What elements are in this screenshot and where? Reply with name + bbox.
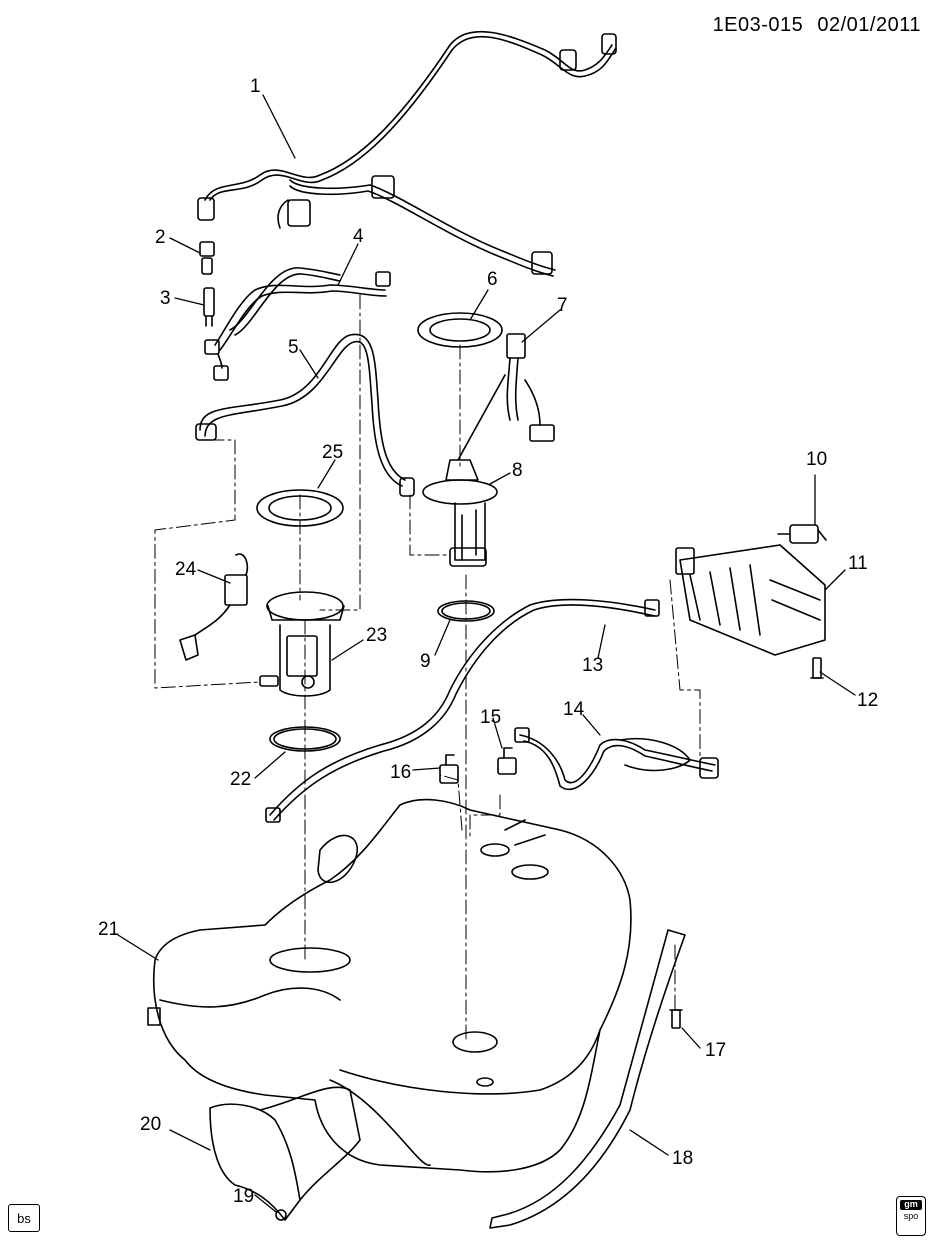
- callout-16: 16: [390, 762, 412, 783]
- vent-valve: [777, 524, 827, 544]
- mounting-bolt-canister: [810, 657, 824, 679]
- heat-shield: [209, 1079, 431, 1221]
- lock-ring-upper: [417, 312, 503, 348]
- fuel-feed-line: [195, 333, 415, 497]
- callout-18: 18: [672, 1148, 694, 1169]
- callout-1: 1: [250, 76, 261, 97]
- callout-12: 12: [857, 690, 879, 711]
- callout-14: 14: [563, 699, 585, 720]
- evap-hose-assembly: [514, 727, 719, 791]
- bs-badge: bs: [8, 1204, 40, 1232]
- connector-and-sensor: [199, 241, 215, 327]
- callout-23: 23: [366, 625, 388, 646]
- evap-line: [265, 598, 660, 823]
- callout-7: 7: [557, 295, 568, 316]
- callout-20: 20: [140, 1114, 162, 1135]
- callout-25: 25: [322, 442, 344, 463]
- evap-canister: [675, 544, 826, 656]
- callout-6: 6: [487, 269, 498, 290]
- callout-5: 5: [288, 337, 299, 358]
- fuel-pump-module-primary: [259, 591, 345, 697]
- diagram-code: 1E03-015: [712, 14, 804, 36]
- callout-15: 15: [480, 707, 502, 728]
- callout-9: 9: [420, 651, 431, 672]
- wiring-harness: [197, 30, 617, 277]
- small-clips: [439, 747, 517, 784]
- callout-4: 4: [353, 226, 364, 247]
- strap-bolt: [669, 1009, 683, 1029]
- callout-leaders: [117, 94, 856, 1213]
- callout-24: 24: [175, 559, 197, 580]
- fuel-tank: [147, 798, 632, 1173]
- fuel-pump-module-secondary: [422, 459, 498, 567]
- diagram-header: 1E03-015 02/01/2011: [705, 14, 921, 37]
- callout-11: 11: [848, 553, 868, 574]
- callout-3: 3: [160, 288, 171, 309]
- callout-2: 2: [155, 227, 166, 248]
- diagram-date: 02/01/2011: [817, 14, 921, 36]
- fuel-level-sender: [179, 553, 249, 661]
- callout-19: 19: [233, 1186, 255, 1207]
- callout-17: 17: [705, 1040, 727, 1061]
- push-pin-fastener: [275, 1209, 287, 1221]
- callout-13: 13: [582, 655, 604, 676]
- fuel-tank-strap: [489, 929, 686, 1229]
- callout-21: 21: [98, 919, 120, 940]
- callout-22: 22: [230, 769, 252, 790]
- jumper-harness: [204, 267, 391, 381]
- callout-8: 8: [512, 460, 523, 481]
- fuel-level-sensor: [457, 333, 555, 461]
- spo-logo-text: spo: [903, 1210, 919, 1221]
- gm-spo-logo: gm spo: [896, 1196, 926, 1236]
- callout-10: 10: [806, 449, 828, 470]
- gm-logo-text: gm: [900, 1199, 922, 1210]
